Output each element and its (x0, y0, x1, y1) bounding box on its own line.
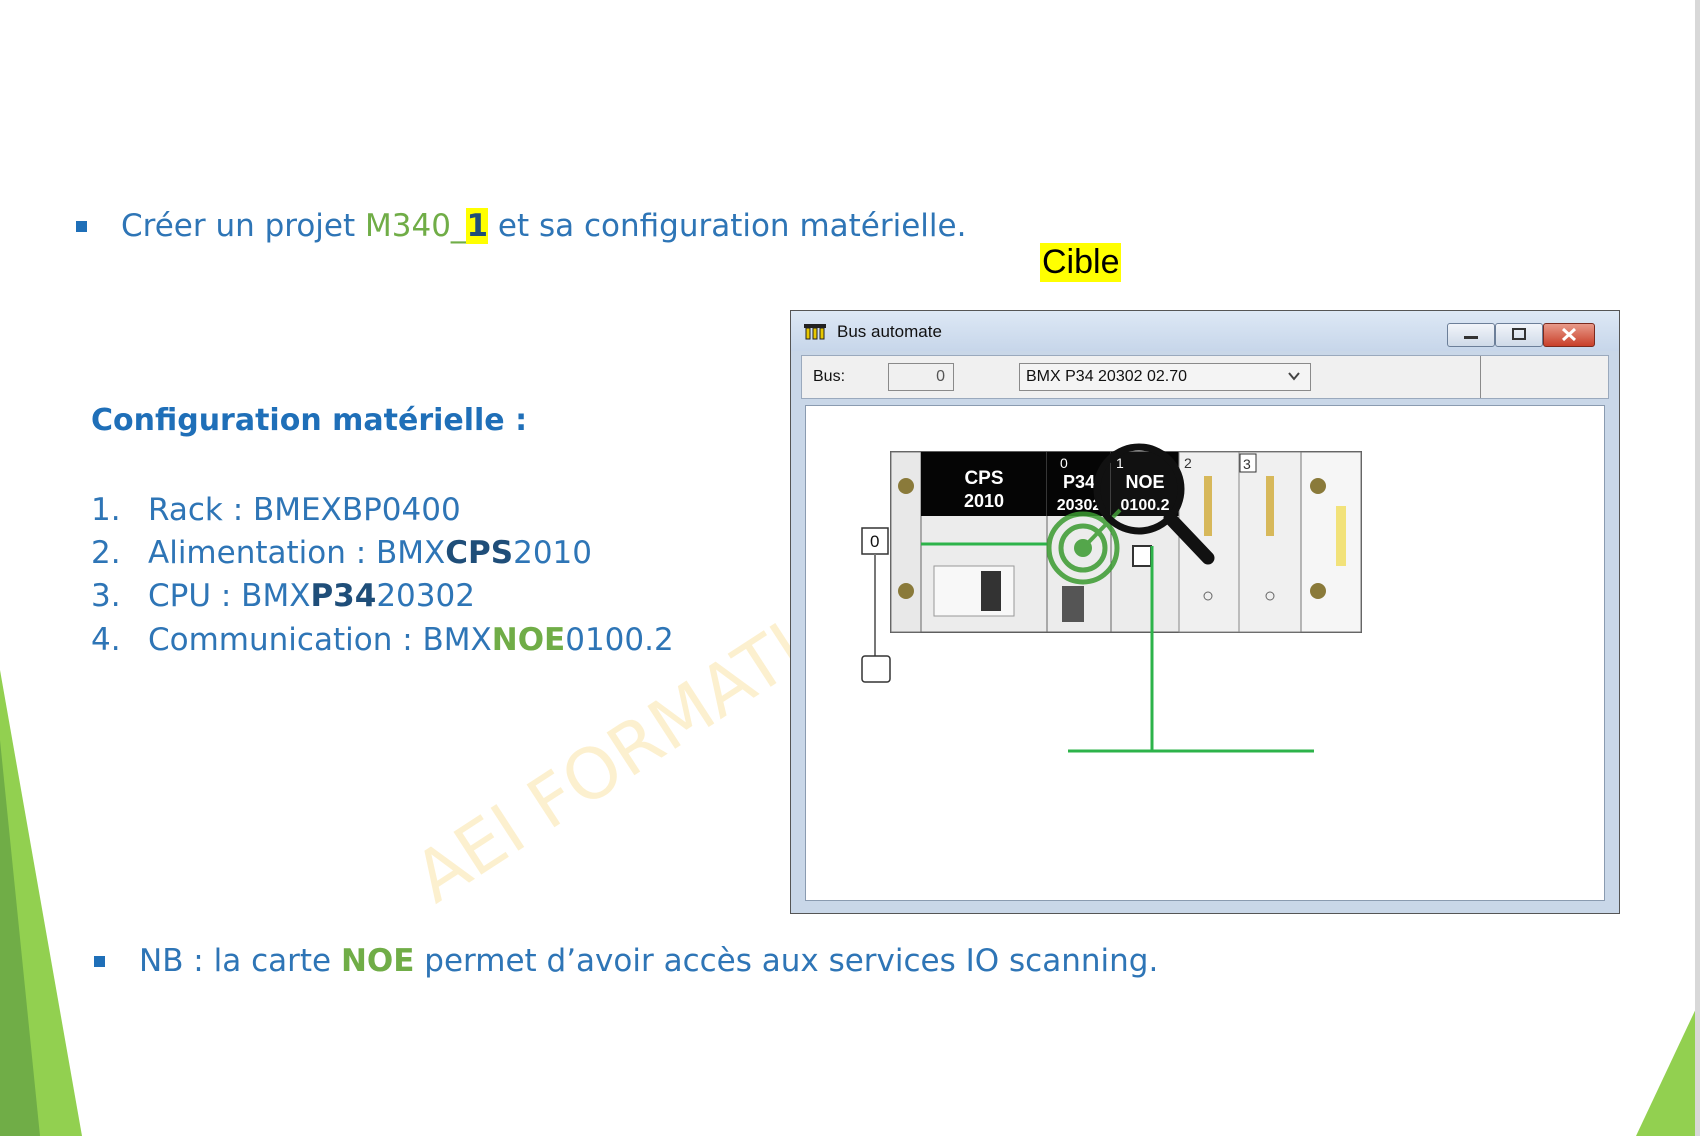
item-number: 3. (91, 578, 121, 614)
cpu-select-value: BMX P34 20302 02.70 (1026, 368, 1188, 385)
empty-slot-3[interactable]: 3 (1238, 451, 1302, 633)
module-noe[interactable]: 1 NOE 0100.2 (1110, 451, 1180, 633)
maximize-button[interactable] (1495, 323, 1543, 347)
bus-number-field[interactable]: 0 (888, 363, 954, 391)
cps-label: CPS (964, 468, 1003, 489)
magnifier-icon (1093, 443, 1215, 565)
config-item-communication: 4. Communication : BMXNOE0100.2 (91, 622, 674, 658)
item-number: 1. (91, 492, 121, 528)
rack-number: 0 (870, 532, 879, 551)
cpu-ref: 20302 (1057, 497, 1102, 514)
item-highlight: CPS (445, 535, 514, 571)
item-suffix: 20302 (376, 578, 475, 614)
minimize-icon (1464, 336, 1478, 339)
screw-icon (1310, 478, 1326, 494)
cps-ref: 2010 (964, 491, 1004, 511)
close-button[interactable] (1543, 323, 1595, 347)
note-text-after: permet d’avoir accès aux services IO sca… (414, 943, 1159, 979)
noe-label: NOE (1125, 472, 1164, 492)
empty-rack-box[interactable] (861, 655, 891, 683)
slot-number: 2 (1184, 455, 1192, 471)
bus-automate-window[interactable]: Bus automate Bus: 0 BMX P34 20302 02.70 (790, 310, 1620, 914)
target-icon (1046, 508, 1122, 585)
item-label: Communication : BMX (148, 622, 492, 658)
window-titlebar[interactable]: Bus automate (791, 311, 1619, 351)
bullet-text-after: et sa configuration matérielle. (488, 208, 967, 244)
window-title: Bus automate (837, 322, 942, 341)
config-heading: Configuration matérielle : (91, 403, 528, 438)
config-item-cpu: 3. CPU : BMXP3420302 (91, 578, 475, 614)
note-text-before: NB : la carte (139, 943, 341, 979)
bus-label: Bus: (813, 368, 846, 385)
cpu-select[interactable]: BMX P34 20302 02.70 (1019, 363, 1311, 391)
slide-right-border (1695, 0, 1700, 1136)
chevron-down-icon (1288, 372, 1300, 381)
slot-number: 0 (1060, 455, 1068, 471)
item-suffix: 2010 (513, 535, 593, 571)
noe-ref: 0100.2 (1121, 497, 1170, 514)
item-label: CPU : BMX (148, 578, 311, 614)
rack-number-box[interactable] (861, 527, 889, 555)
toolbar-separator (1480, 356, 1481, 398)
slot-number: 1 (1116, 455, 1124, 471)
bullet-text-before: Créer un projet (121, 208, 366, 244)
project-number: 1 (466, 208, 489, 244)
cpu-label: P34 (1063, 472, 1095, 492)
screw-icon (898, 478, 914, 494)
screw-icon (898, 583, 914, 599)
bus-icon (804, 324, 826, 340)
item-number: 2. (91, 535, 121, 571)
module-cps[interactable]: CPS 2010 (920, 451, 1048, 633)
item-label: Rack : BMEXBP0400 (148, 492, 461, 528)
rack-diagram: 0 CPS 2010 (861, 443, 1362, 753)
bullet-marker (94, 956, 105, 967)
project-prefix: M340_ (365, 208, 467, 244)
restore-icon (1512, 328, 1526, 340)
note-noe: NB : la carte NOE permet d’avoir accès a… (139, 943, 1158, 979)
bullet-create-project: Créer un projet M340_1 et sa configurati… (121, 208, 966, 244)
config-item-power: 2. Alimentation : BMXCPS2010 (91, 535, 592, 571)
window-toolbar: Bus: 0 BMX P34 20302 02.70 (801, 355, 1609, 399)
close-icon (1561, 327, 1577, 342)
ethernet-port-icon (1132, 545, 1152, 567)
cible-label: Cible (1040, 243, 1122, 282)
item-suffix: 0100.2 (565, 622, 674, 658)
item-highlight: NOE (491, 622, 566, 658)
item-highlight: P34 (310, 578, 377, 614)
item-label: Alimentation : BMX (148, 535, 446, 571)
screw-icon (1310, 583, 1326, 599)
rack-right-endplate (1300, 451, 1362, 633)
note-highlight: NOE (340, 943, 415, 979)
item-number: 4. (91, 622, 121, 658)
bus-canvas[interactable]: 0 CPS 2010 (805, 405, 1605, 901)
minimize-button[interactable] (1447, 323, 1495, 347)
config-item-rack: 1. Rack : BMEXBP0400 (91, 492, 461, 528)
slot-number: 3 (1243, 456, 1251, 472)
bullet-marker (76, 221, 87, 232)
